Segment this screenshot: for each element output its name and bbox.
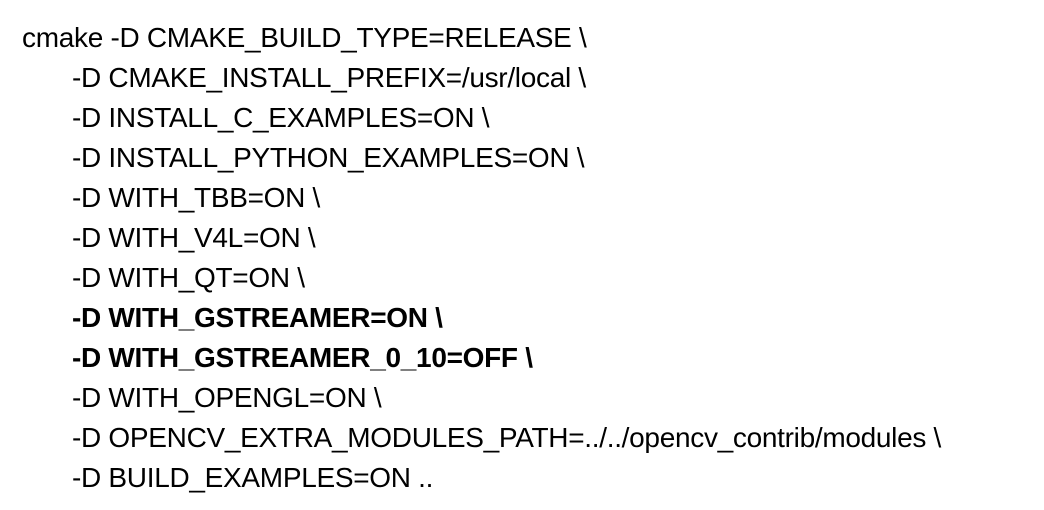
command-line-option: -D WITH_OPENGL=ON \ <box>72 382 382 413</box>
command-line-option: -D WITH_GSTREAMER_0_10=OFF \ <box>72 342 533 373</box>
command-line-option: -D INSTALL_PYTHON_EXAMPLES=ON \ <box>72 142 585 173</box>
command-line-option: -D WITH_TBB=ON \ <box>72 182 320 213</box>
command-line-cmake: cmake -D CMAKE_BUILD_TYPE=RELEASE \ <box>22 22 587 53</box>
command-line-option: -D WITH_QT=ON \ <box>72 262 305 293</box>
cmake-command-block: cmake -D CMAKE_BUILD_TYPE=RELEASE \ -D CM… <box>0 18 1044 498</box>
command-line-option: -D INSTALL_C_EXAMPLES=ON \ <box>72 102 490 133</box>
command-line-option: -D WITH_GSTREAMER=ON \ <box>72 302 443 333</box>
command-line-option: -D OPENCV_EXTRA_MODULES_PATH=../../openc… <box>72 422 942 453</box>
command-line-option: -D WITH_V4L=ON \ <box>72 222 316 253</box>
command-line-option: -D BUILD_EXAMPLES=ON .. <box>72 462 434 493</box>
command-line-option: -D CMAKE_INSTALL_PREFIX=/usr/local \ <box>72 62 586 93</box>
